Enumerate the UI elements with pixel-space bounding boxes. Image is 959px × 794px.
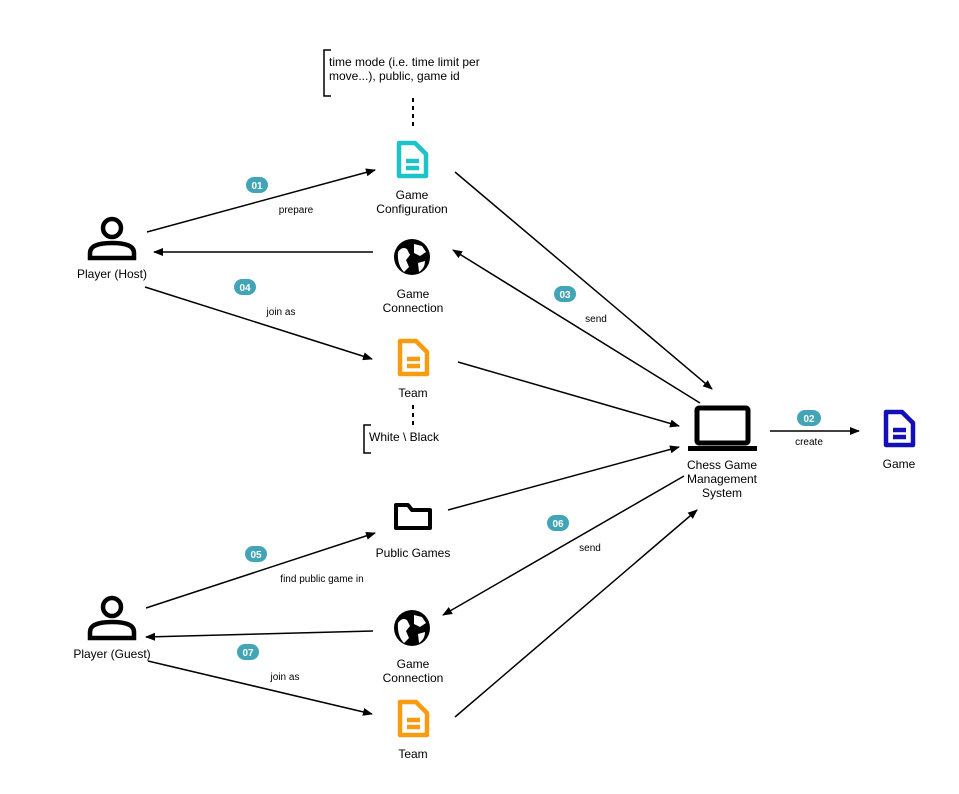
public-games-label: Public Games	[376, 546, 451, 560]
folder-icon	[394, 503, 432, 530]
game-configuration-label-1: Game	[396, 188, 429, 202]
step-badge-text: 02	[803, 414, 815, 425]
edges	[144, 168, 860, 718]
player-guest-node: Player (Guest)	[73, 595, 151, 661]
team-bottom-label: Team	[398, 747, 427, 761]
step-label: prepare	[279, 205, 314, 216]
chess-system-node: Chess Game Management System	[687, 405, 758, 500]
step-06: 06 send	[547, 515, 601, 554]
edge-system-to-connection-bottom	[442, 475, 685, 616]
step-badge-text: 06	[552, 519, 564, 530]
edge-team-bottom-to-system	[454, 509, 698, 718]
step-badge	[237, 644, 259, 660]
game-connection-bottom-label-2: Connection	[383, 671, 444, 685]
edge-publicgames-to-system	[447, 445, 680, 511]
game-connection-top-label-1: Game	[397, 287, 430, 301]
step-03: 03 send	[554, 286, 607, 325]
document-icon	[397, 699, 430, 738]
chess-system-label-2: Management	[687, 472, 758, 486]
step-badge-text: 07	[242, 648, 254, 659]
step-label: find public game in	[280, 574, 363, 585]
game-configuration-node: Game Configuration	[376, 140, 448, 216]
team-bottom-node: Team	[397, 699, 430, 761]
globe-icon	[394, 239, 430, 275]
public-games-node: Public Games	[376, 503, 451, 560]
step-badge	[234, 279, 256, 295]
team-top-label: Team	[398, 386, 427, 400]
game-connection-bottom-label-1: Game	[397, 657, 430, 671]
step-07: 07 join as	[237, 644, 299, 683]
step-badge-text: 01	[251, 181, 263, 192]
chess-system-label-1: Chess Game	[687, 458, 757, 472]
game-connection-top-label-2: Connection	[383, 301, 444, 315]
team-top-node: Team	[397, 338, 430, 400]
edge-guest-to-publicgames	[145, 531, 376, 609]
step-label: join as	[266, 307, 296, 318]
player-guest-label: Player (Guest)	[73, 647, 150, 661]
step-badge	[554, 286, 576, 302]
step-label: send	[585, 314, 607, 325]
edge-host-to-config	[146, 168, 376, 233]
game-connection-top-node: Game Connection	[383, 239, 444, 315]
game-connection-bottom-node: Game Connection	[383, 610, 444, 685]
step-badge	[245, 546, 267, 562]
edge-system-to-connection	[452, 249, 701, 404]
edge-connection-to-guest	[145, 630, 374, 641]
step-badge	[246, 177, 268, 193]
user-icon	[87, 216, 137, 261]
step-02: 02 create	[795, 410, 823, 448]
config-note-line1: time mode (i.e. time limit per	[329, 55, 480, 69]
edge-team-to-system	[457, 361, 680, 428]
step-05: 05 find public game in	[245, 546, 364, 585]
user-icon	[87, 595, 137, 641]
step-label: join as	[270, 672, 300, 683]
document-icon	[396, 140, 429, 179]
config-note-line2: move...), public, game id	[329, 69, 460, 83]
team-note: White \ Black	[363, 424, 440, 454]
edge-guest-to-team	[147, 660, 373, 716]
edge-host-to-team	[144, 286, 373, 361]
step-badge-text: 05	[250, 550, 262, 561]
step-badge-text: 04	[239, 283, 251, 294]
game-configuration-label-2: Configuration	[376, 202, 447, 216]
step-04: 04 join as	[234, 279, 295, 318]
document-icon	[883, 409, 916, 448]
game-node: Game	[883, 409, 916, 471]
document-icon	[397, 338, 430, 377]
globe-icon	[394, 610, 430, 646]
step-badge	[547, 515, 569, 531]
game-label: Game	[883, 457, 916, 471]
team-note-text: White \ Black	[369, 430, 440, 444]
laptop-icon	[688, 405, 757, 451]
step-badge-text: 03	[559, 290, 571, 301]
step-label: create	[795, 437, 823, 448]
step-01: 01 prepare	[246, 177, 314, 216]
player-host-label: Player (Host)	[77, 267, 147, 281]
chess-system-label-3: System	[702, 486, 742, 500]
step-badge	[797, 410, 821, 426]
step-label: send	[579, 543, 601, 554]
player-host-node: Player (Host)	[77, 216, 147, 281]
edge-config-to-system	[454, 171, 713, 390]
config-note: time mode (i.e. time limit per move...),…	[323, 49, 480, 97]
